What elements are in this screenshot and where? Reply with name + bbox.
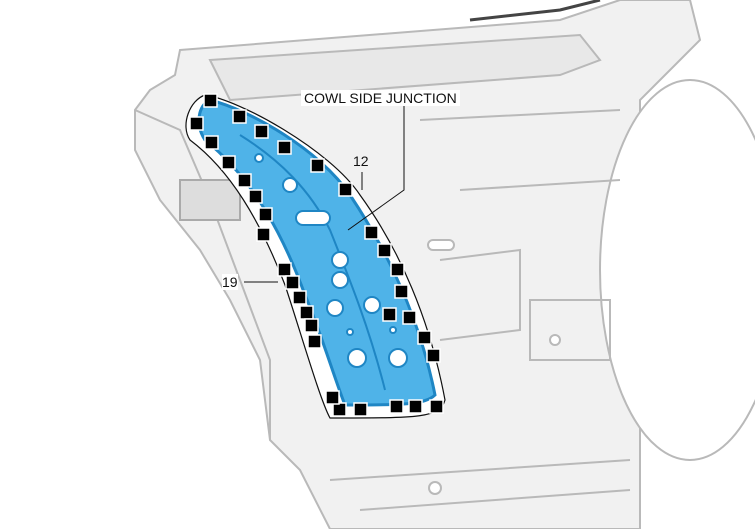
weld-marker <box>304 318 319 333</box>
weld-marker <box>299 305 314 320</box>
callout-19: 19 <box>222 274 238 290</box>
weld-marker <box>292 290 307 305</box>
weld-marker <box>353 402 368 417</box>
weld-marker <box>254 124 269 139</box>
weld-marker <box>402 310 417 325</box>
weld-marker <box>285 275 300 290</box>
weld-marker <box>429 399 444 414</box>
weld-marker <box>277 262 292 277</box>
weld-marker <box>189 116 204 131</box>
weld-marker <box>377 243 392 258</box>
weld-marker <box>203 93 218 108</box>
weld-marker <box>204 135 219 150</box>
weld-marker <box>310 158 325 173</box>
weld-marker <box>325 390 340 405</box>
weld-marker <box>338 182 353 197</box>
weld-marker <box>248 189 263 204</box>
weld-marker <box>382 307 397 322</box>
weld-marker <box>389 399 404 414</box>
weld-marker <box>258 207 273 222</box>
weld-marker <box>426 348 441 363</box>
weld-marker <box>364 225 379 240</box>
weld-marker <box>394 284 409 299</box>
weld-markers <box>189 93 444 417</box>
label-cowl-side-junction: COWL SIDE JUNCTION <box>301 90 460 106</box>
weld-marker <box>232 109 247 124</box>
weld-marker <box>390 262 405 277</box>
weld-marker <box>408 399 423 414</box>
weld-marker <box>417 330 432 345</box>
weld-marker <box>277 140 292 155</box>
weld-marker <box>237 173 252 188</box>
weld-marker <box>221 155 236 170</box>
leader-cowl-side-junction <box>347 105 405 231</box>
callout-12: 12 <box>353 153 369 169</box>
cowl-side-junction-part <box>197 98 437 407</box>
vehicle-body-structure <box>134 0 755 529</box>
weld-marker <box>307 334 322 349</box>
weld-marker <box>256 227 271 242</box>
weld-marker <box>332 402 347 417</box>
leader-lines <box>244 105 405 283</box>
